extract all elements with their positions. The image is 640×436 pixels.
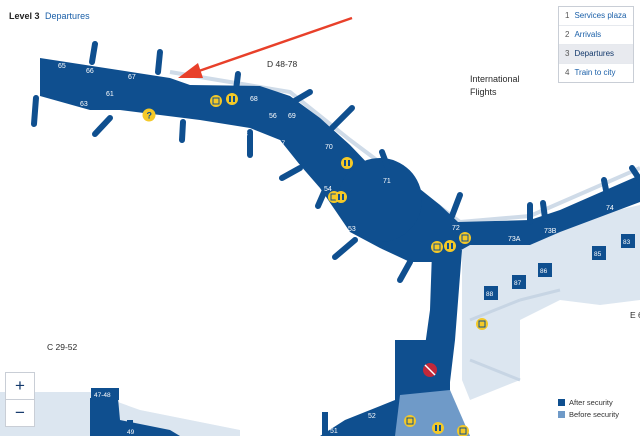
info-icon[interactable]: ? [142, 108, 156, 122]
gate-71[interactable]: 71 [383, 178, 391, 185]
level-header: Level 3 Departures [9, 11, 90, 21]
level-name[interactable]: Departures [45, 11, 90, 21]
gate-67[interactable]: 67 [128, 74, 136, 81]
legend-item-before-security: Before security [558, 408, 636, 420]
level-label: Level 3 [9, 11, 40, 21]
area-label-d: D 48-78 [267, 59, 298, 69]
gate-54[interactable]: 54 [324, 186, 332, 193]
gate-87[interactable]: 87 [514, 280, 522, 287]
area-label-international-2: Flights [470, 87, 497, 97]
gate-piers [31, 41, 640, 283]
remote-stands [91, 234, 635, 400]
area-label-c: C 29-52 [47, 342, 78, 352]
pointer-arrow [178, 16, 353, 78]
gate-56[interactable]: 56 [269, 113, 277, 120]
gate-69[interactable]: 69 [288, 113, 296, 120]
zoom-out-button[interactable]: − [15, 403, 25, 422]
legend-swatch-before-security [558, 410, 565, 418]
gate-72[interactable]: 72 [452, 225, 460, 232]
gate-74[interactable]: 74 [606, 205, 614, 212]
legend-item-after-security: After security [558, 396, 636, 408]
gate-49[interactable]: 49 [127, 429, 135, 436]
legend-swatch-after-security [558, 398, 565, 406]
gate-55-57[interactable]: 55, 57 [267, 140, 285, 147]
gate-61[interactable]: 61 [106, 91, 114, 98]
gate-65[interactable]: 65 [58, 63, 66, 70]
apron-lines [469, 288, 561, 382]
gate-63[interactable]: 63 [80, 101, 88, 108]
toilet-icon[interactable] [444, 240, 456, 252]
gate-53[interactable]: 53 [348, 226, 356, 233]
zoom-in-button[interactable]: + [6, 373, 34, 400]
gate-66[interactable]: 66 [86, 68, 94, 75]
d-concourse-body [40, 58, 640, 262]
toilet-icon[interactable] [341, 157, 353, 169]
toilet-icon[interactable] [226, 93, 238, 105]
zoom-control: + − [5, 372, 35, 427]
gate-52[interactable]: 52 [368, 413, 376, 420]
c-concourse-body [90, 398, 180, 436]
central-hub [338, 158, 422, 242]
gate-51[interactable]: 51 [330, 428, 338, 435]
gate-73a[interactable]: 73A [508, 236, 521, 243]
luggage-icon[interactable] [457, 425, 469, 436]
light-area-south-west [0, 392, 240, 436]
gate-86[interactable]: 86 [540, 268, 548, 275]
no-smoking-icon[interactable] [423, 363, 437, 377]
map-legend: After security Before security [558, 396, 636, 420]
svg-text:?: ? [147, 111, 153, 121]
toilet-icon[interactable] [335, 191, 347, 203]
luggage-icon[interactable] [210, 95, 222, 107]
gate-85[interactable]: 85 [594, 251, 602, 258]
area-label-international-1: International [470, 74, 520, 84]
gate-68[interactable]: 68 [250, 96, 258, 103]
luggage-icon[interactable] [476, 318, 488, 330]
toilet-icon[interactable] [432, 422, 444, 434]
light-area-south-east [462, 320, 520, 400]
gate-47-48[interactable]: 47-48 [94, 392, 111, 399]
gate-88[interactable]: 88 [486, 291, 494, 298]
gate-83[interactable]: 83 [623, 239, 631, 246]
gate-58[interactable]: 58 [240, 131, 248, 138]
luggage-icon[interactable] [459, 232, 471, 244]
gate-73b[interactable]: 73B [544, 228, 557, 235]
area-label-e: E 6 [630, 310, 640, 320]
gate-70[interactable]: 70 [325, 144, 333, 151]
luggage-icon[interactable] [431, 241, 443, 253]
luggage-icon[interactable] [404, 415, 416, 427]
